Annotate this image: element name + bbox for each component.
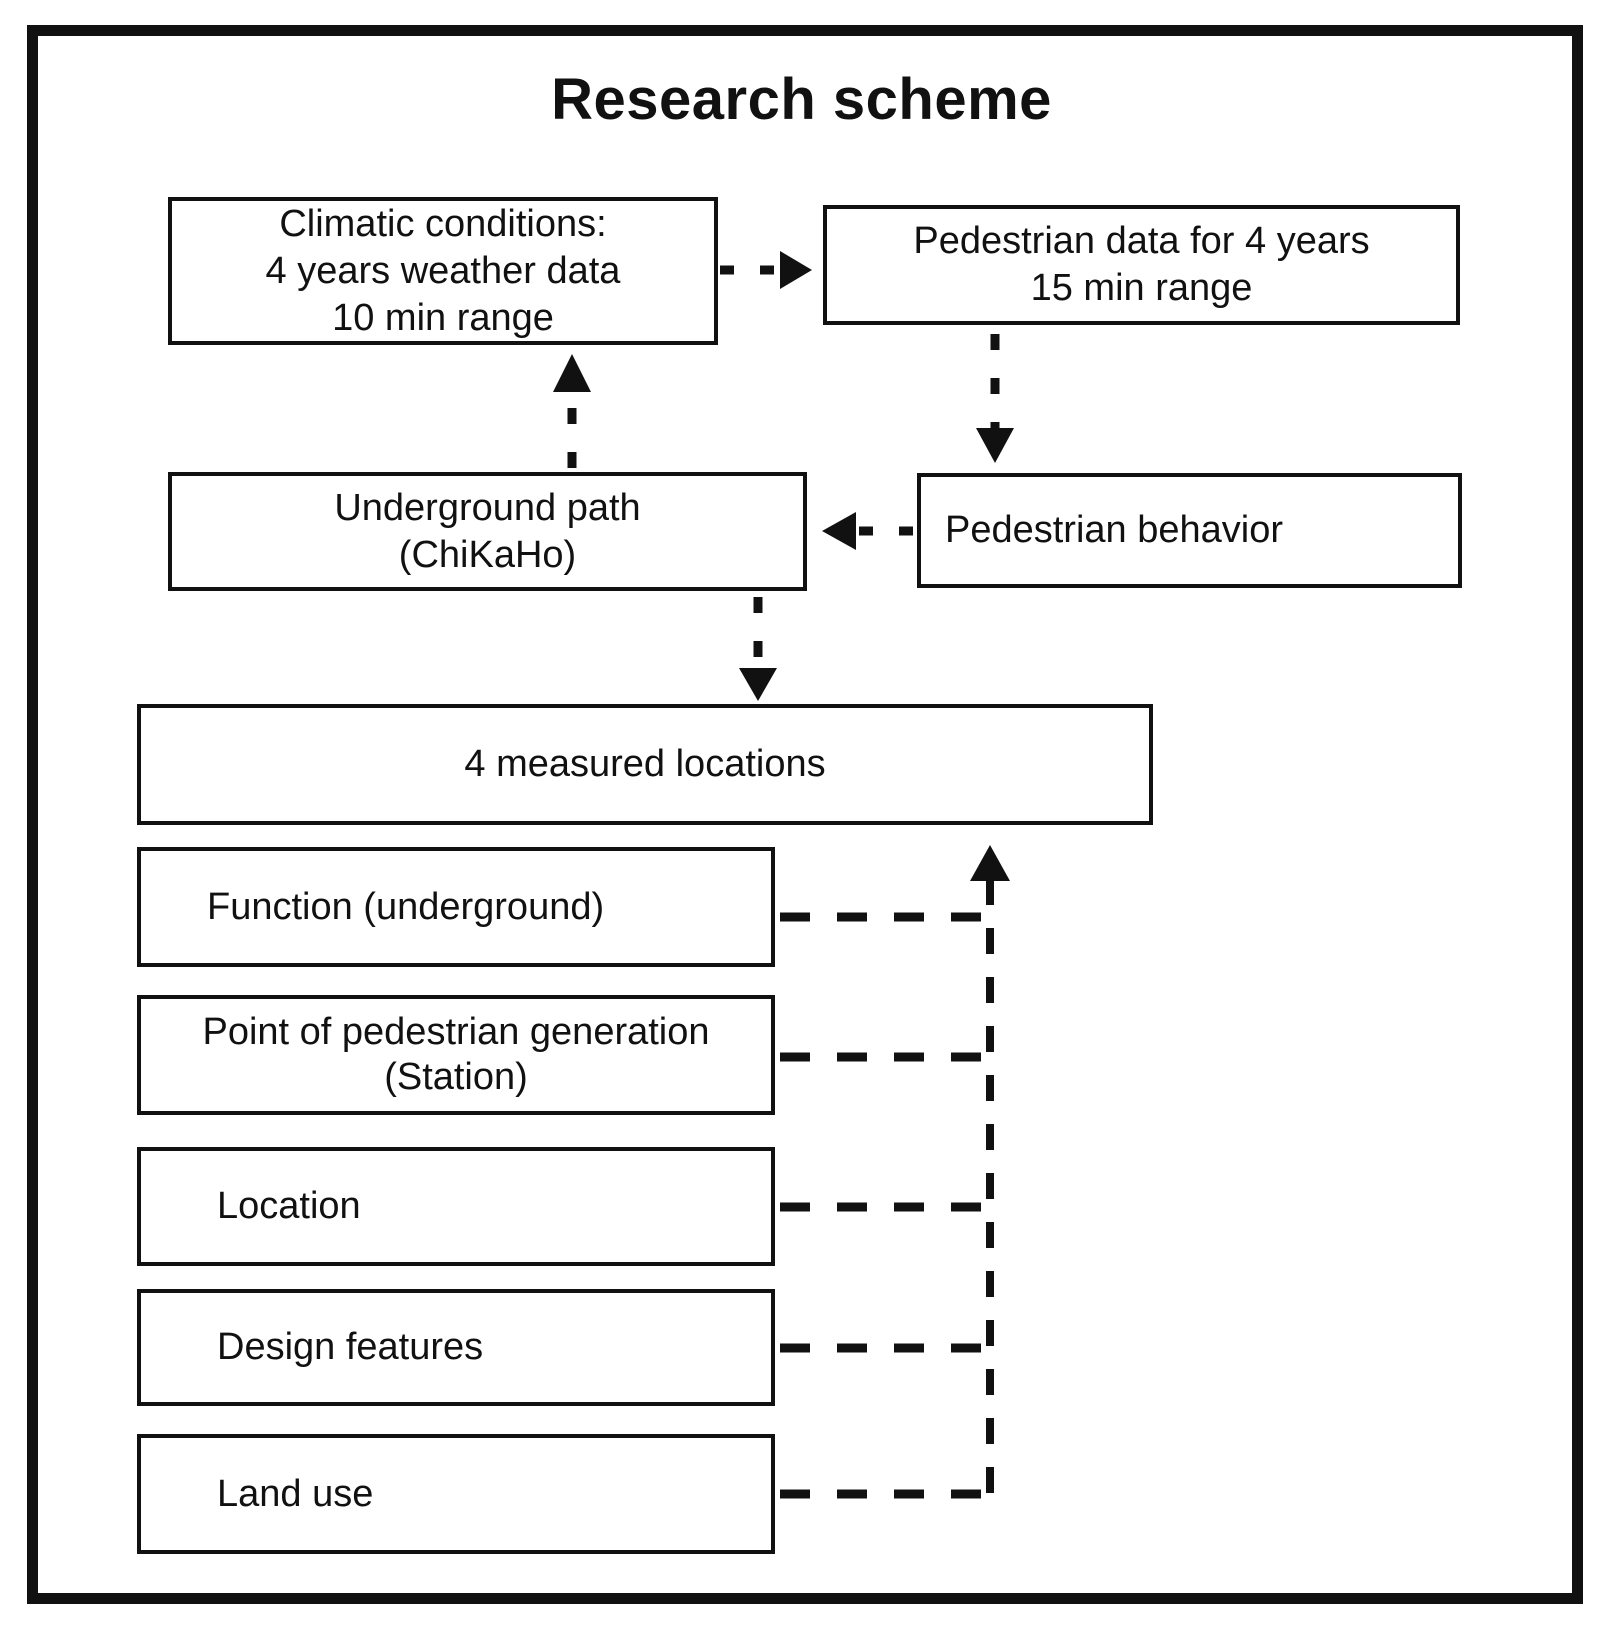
box-land-use-label: Land use [217,1472,374,1515]
box-underground-path-line2: (ChiKaHo) [398,533,577,576]
box-function-underground: Function (underground) [137,847,775,967]
box-pedestrian-behavior-label: Pedestrian behavior [945,509,1283,551]
box-climatic-line1: Climatic conditions: [279,202,607,245]
box-climatic-line2: 4 years weather data [265,249,621,292]
box-point-of-generation-line1: Point of pedestrian generation [202,1011,710,1053]
box-point-of-generation: Point of pedestrian generation (Station) [137,995,775,1115]
box-underground-path: Underground path (ChiKaHo) [168,472,807,591]
box-location: Location [137,1147,775,1266]
box-function-underground-label: Function (underground) [207,885,605,928]
box-climatic-line3: 10 min range [332,296,554,339]
box-pedestrian-data: Pedestrian data for 4 years 15 min range [823,205,1460,325]
box-design-features: Design features [137,1289,775,1406]
diagram-title: Research scheme [551,67,1052,132]
box-measured-locations-label: 4 measured locations [464,743,826,785]
box-point-of-generation-line2: (Station) [384,1056,528,1098]
box-design-features-label: Design features [217,1326,484,1368]
box-pedestrian-data-line1: Pedestrian data for 4 years [913,220,1370,262]
box-pedestrian-data-line2: 15 min range [1030,267,1253,309]
box-location-label: Location [217,1185,361,1227]
box-measured-locations: 4 measured locations [137,704,1153,825]
box-land-use: Land use [137,1434,775,1554]
box-climatic-conditions: Climatic conditions: 4 years weather dat… [168,197,718,345]
box-pedestrian-behavior: Pedestrian behavior [917,473,1462,588]
box-underground-path-line1: Underground path [334,486,641,529]
